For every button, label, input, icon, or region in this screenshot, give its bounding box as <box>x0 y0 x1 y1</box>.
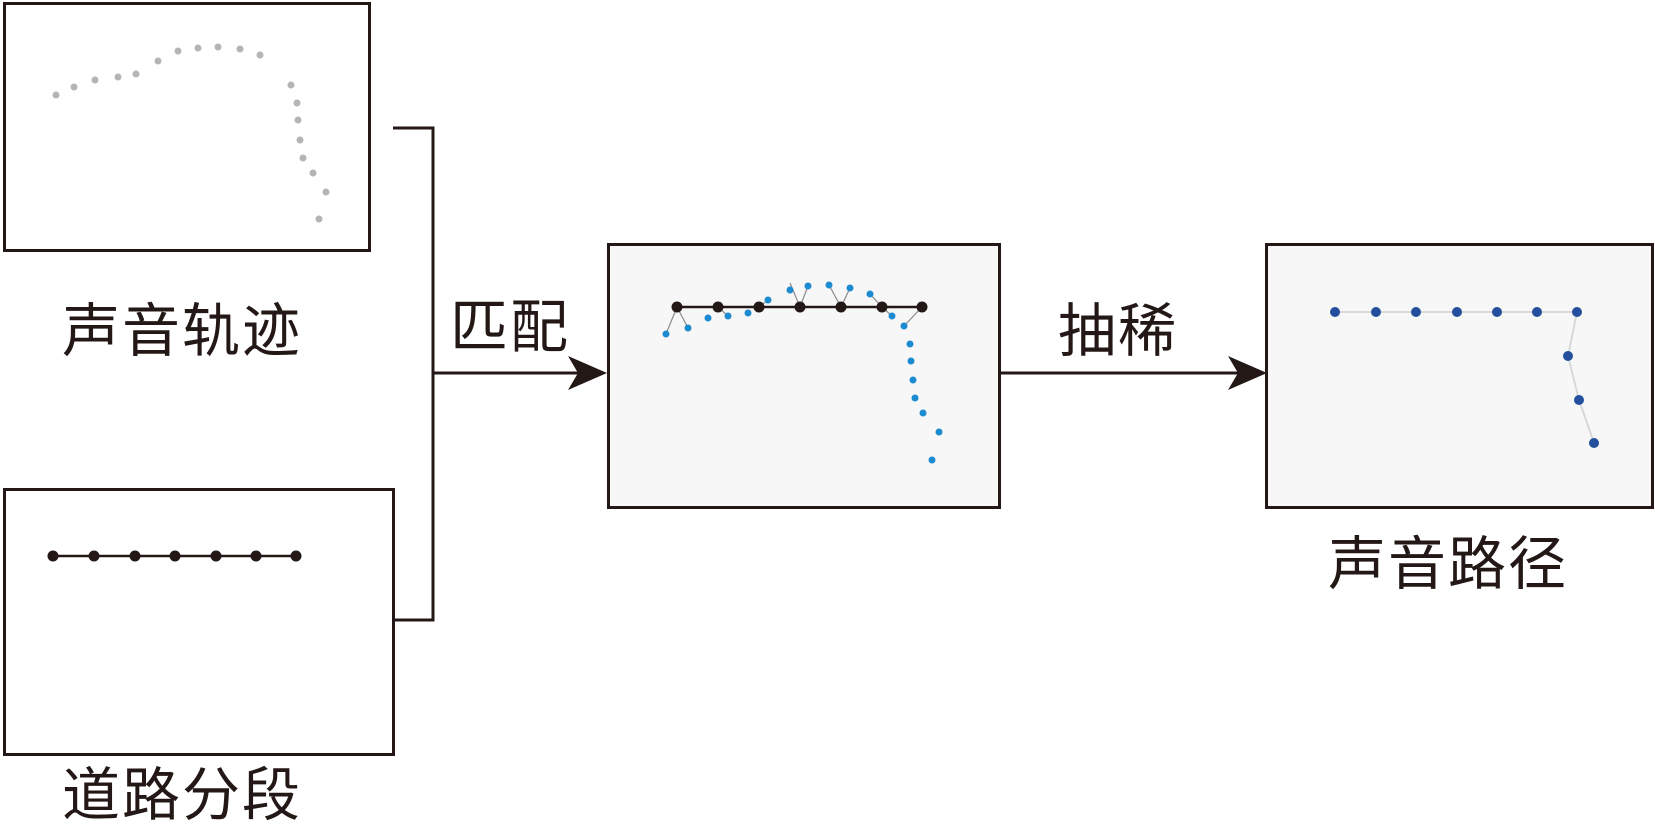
matched-panel <box>607 243 1001 509</box>
road-node <box>250 550 262 562</box>
matched-road-nodes <box>671 301 928 313</box>
trajectory-point <box>236 45 244 53</box>
sound-path-caption: 声音路径 <box>1328 530 1569 598</box>
matched-road-node <box>916 301 928 313</box>
road-segments <box>47 550 302 562</box>
trajectory-point <box>315 215 323 223</box>
sound-trajectory-panel <box>3 2 371 252</box>
matched-point <box>866 290 874 298</box>
thin-arrow-head <box>1228 356 1267 390</box>
matched-road-node <box>671 301 683 313</box>
road-segments-caption: 道路分段 <box>62 761 303 829</box>
matched-point <box>906 340 914 348</box>
matched-road-node <box>835 301 847 313</box>
trajectory-point <box>154 57 162 65</box>
path-point <box>1452 307 1462 317</box>
matched-point <box>907 357 915 365</box>
matched-point <box>764 296 772 304</box>
path-points <box>1330 307 1599 448</box>
matched-point <box>724 312 732 320</box>
path-point <box>1563 351 1573 361</box>
matched-point <box>919 409 927 417</box>
road-node <box>210 550 222 562</box>
sound-trajectory-caption: 声音轨迹 <box>62 297 303 365</box>
road-node <box>47 550 59 562</box>
matched-road-node <box>753 301 765 313</box>
trajectory-point <box>322 188 330 196</box>
road-node <box>129 550 141 562</box>
trajectory-point <box>52 91 60 99</box>
matched-point <box>900 322 908 330</box>
matched-graphics <box>662 281 943 464</box>
matched-point <box>846 284 854 292</box>
merge-bracket <box>393 126 435 622</box>
matched-road-node <box>794 301 806 313</box>
match-arrow-head <box>568 356 607 390</box>
road-node <box>169 550 181 562</box>
path-point <box>1574 395 1584 405</box>
matched-point <box>911 394 919 402</box>
matched-point <box>935 428 943 436</box>
trajectory-points <box>52 43 330 223</box>
path-point <box>1589 438 1599 448</box>
trajectory-point <box>214 43 222 51</box>
trajectory-point <box>114 73 122 81</box>
matched-point <box>804 282 812 290</box>
matched-point <box>704 314 712 322</box>
trajectory-point <box>194 44 202 52</box>
matched-point <box>744 309 752 317</box>
matched-point <box>928 456 936 464</box>
road-node <box>290 550 302 562</box>
matched-point <box>786 286 794 294</box>
trajectory-point <box>309 169 317 177</box>
road-node <box>88 550 100 562</box>
matched-road-node <box>712 301 724 313</box>
matched-trajectory-points <box>662 281 943 464</box>
trajectory-point <box>299 154 307 162</box>
path-point <box>1532 307 1542 317</box>
road-segments-panel <box>3 488 395 756</box>
matched-road-node <box>876 301 888 313</box>
trajectory-point <box>256 51 264 59</box>
trajectory-point <box>70 83 78 91</box>
matched-point <box>888 312 896 320</box>
sound-path-panel <box>1265 243 1654 509</box>
matched-point <box>684 324 692 332</box>
path-point <box>1492 307 1502 317</box>
trajectory-point <box>91 76 99 84</box>
path-point <box>1572 307 1582 317</box>
trajectory-point <box>287 81 295 89</box>
thin-step-label: 抽稀 <box>1058 297 1179 365</box>
path-point <box>1371 307 1381 317</box>
trajectory-point <box>293 99 301 107</box>
trajectory-point <box>132 70 140 78</box>
match-step-label: 匹配 <box>450 293 571 361</box>
trajectory-point <box>174 47 182 55</box>
sound-path-graphics <box>1330 307 1599 448</box>
matched-point <box>662 330 670 338</box>
matched-point <box>909 376 917 384</box>
trajectory-point <box>296 136 304 144</box>
matched-point <box>825 281 833 289</box>
path-point <box>1330 307 1340 317</box>
path-point <box>1411 307 1421 317</box>
trajectory-point <box>294 116 302 124</box>
